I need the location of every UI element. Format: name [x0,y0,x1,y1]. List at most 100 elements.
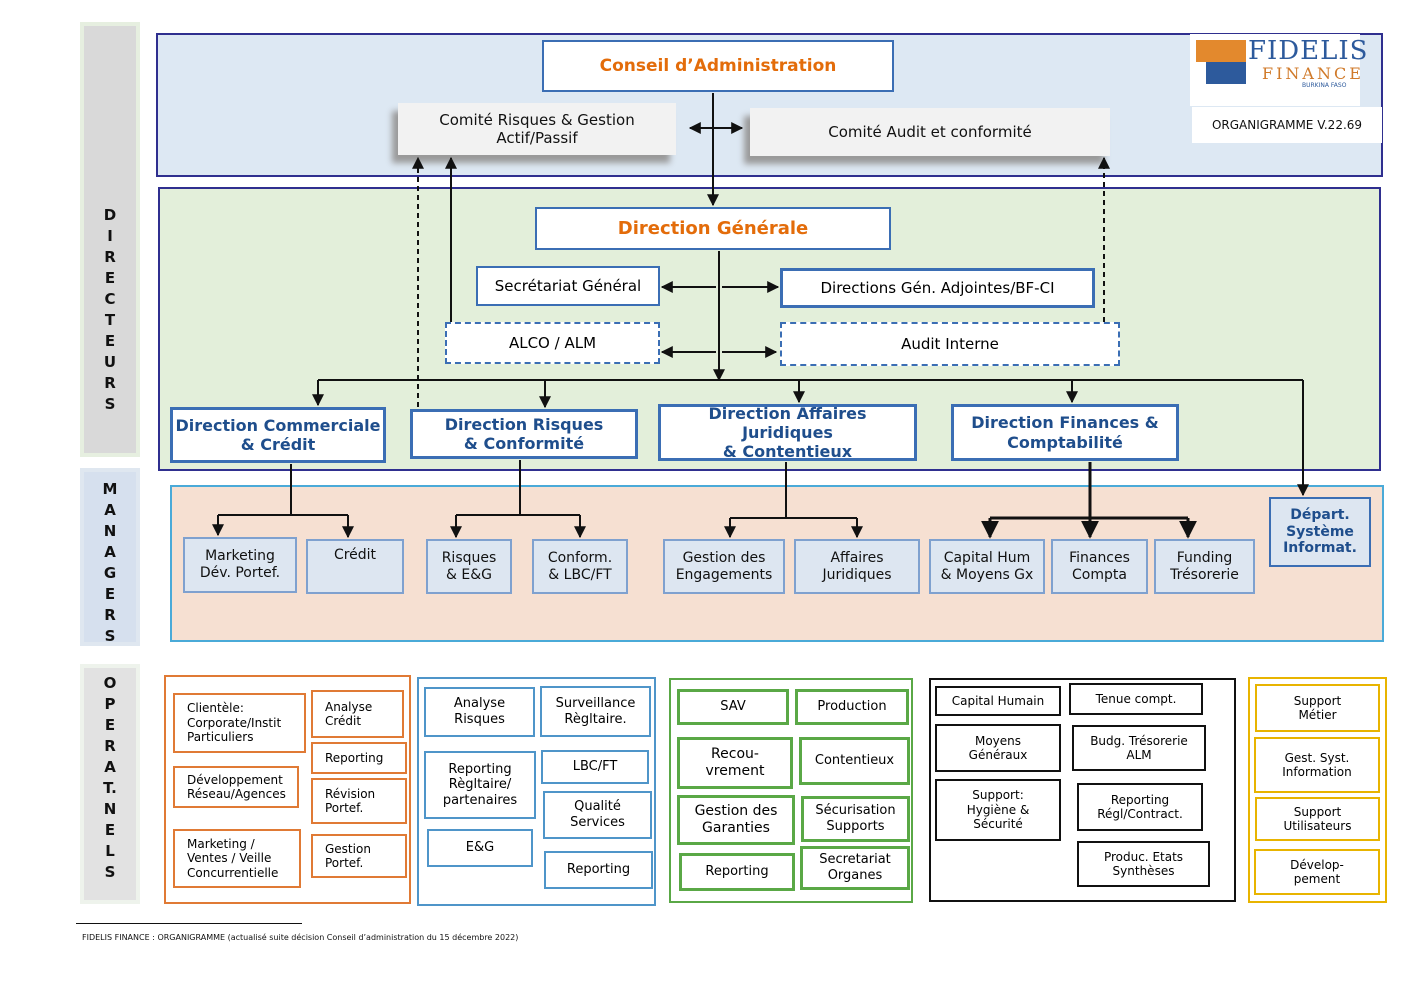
side-letter: P [104,695,116,713]
ops-budg-tresorerie: Budg. Trésorerie ALM [1072,725,1206,771]
side-letter: R [104,606,116,624]
ops-juridique-group [669,678,913,903]
ops-gest-syst-info: Gest. Syst. Information [1254,737,1380,793]
mgr-conform-box: Conform. & LBC/FT [532,539,628,594]
comite-risques-box: Comité Risques & Gestion Actif/Passif [398,103,676,155]
ops-clientele: Clientèle: Corporate/Instit Particuliers [173,693,306,753]
comite-audit-box: Comité Audit et conformité [750,108,1110,156]
footnote: FIDELIS FINANCE : ORGANIGRAMME (actualis… [82,933,519,942]
mgr-funding-box: Funding Trésorerie [1154,539,1255,594]
ops-revision-portef: Révision Portef. [311,778,407,824]
side-letter: C [104,290,116,308]
direction-risques-box: Direction Risques & Conformité [410,409,638,459]
ops-gestion-garanties: Gestion des Garanties [677,795,795,845]
ops-reporting-reglementaire: Reporting Règlt​aire/ partenaires [424,751,536,819]
direction-juridiques-box: Direction Affaires Juridiques & Contenti… [658,404,917,461]
ops-eg: E&G [427,829,533,867]
ops-gestion-portef: Gestion Portef. [311,834,407,878]
side-letter: G [103,564,117,582]
logo-line2: FINANCE [1262,64,1364,83]
ops-commercial-group [164,675,411,904]
side-letter: E [104,821,116,839]
side-letter: E [104,585,116,603]
direction-finances-box: Direction Finances & Comptabilité [951,404,1179,461]
logo-line1: FIDELIS [1248,36,1369,66]
ops-produc-etats: Produc. Etats Synthèses [1077,841,1210,887]
ops-reporting-regl: Reporting Régl/Contract. [1077,783,1203,831]
side-letter: O [103,674,117,692]
conseil-administration-box: Conseil d’Administration [542,40,894,92]
ops-secretariat-organes: Secretariat Organes [800,846,910,890]
direction-commerciale-box: Direction Commerciale & Crédit [170,407,386,463]
side-letter: L [105,842,115,860]
side-letter: R [104,374,116,392]
ops-marketing-ventes: Marketing / Ventes / Veille Concurrentie… [173,829,301,888]
side-letter: R [104,248,116,266]
ops-reporting-commercial: Reporting [311,742,407,774]
secretariat-box: Secrétariat Général [476,266,660,306]
audit-interne-box: Audit Interne [780,322,1120,366]
ops-securisation: Sécurisation Supports [801,796,910,842]
ops-sav: SAV [677,689,789,725]
logo-emblem-icon [1196,40,1246,84]
ops-developpement: Dévelop- pement [1254,849,1380,895]
side-letter: A [104,758,116,776]
side-letter: S [104,863,116,881]
side-letter: E [104,332,116,350]
fidelis-logo: FIDELIS FINANCE BURKINA FASO [1190,34,1367,106]
ops-surveillance: Surveillance Règlt​aire. [540,686,651,737]
footnote-rule [76,923,302,924]
ops-tenue-compt: Tenue compt. [1069,683,1203,715]
side-letter: A [104,501,116,519]
ops-qualite-services: Qualité Services [543,791,652,839]
adjointes-box: Directions Gén. Adjointes/BF-CI [780,268,1095,308]
mgr-capital-box: Capital Hum & Moyens Gx [929,539,1045,594]
ops-reporting-juridique: Reporting [679,853,795,891]
ops-moyens-generaux: Moyens Généraux [935,724,1061,772]
side-letter: N [103,800,117,818]
ops-reporting-risques: Reporting [544,851,653,889]
ops-capital-humain: Capital Humain [935,686,1061,716]
mgr-marketing-box: Marketing Dév. Portef. [183,537,297,593]
ops-contentieux: Contentieux [799,737,910,785]
side-letter: R [104,737,116,755]
ops-developpement-reseau: Développement Réseau/Agences [173,766,299,808]
alco-box: ALCO / ALM [445,322,660,364]
ops-risques-group [417,677,656,906]
ops-support-utilisateurs: Support Utilisateurs [1255,797,1380,841]
direction-generale-box: Direction Générale [535,207,891,250]
side-letter: D [103,206,117,224]
ops-lbc-ft: LBC/FT [541,750,649,784]
ops-analyse-risques: Analyse Risques [424,687,535,737]
ops-production: Production [795,689,909,725]
logo-line3: BURKINA FASO [1302,82,1347,89]
side-letter: U [103,353,117,371]
ops-support-metier: Support Métier [1255,684,1380,732]
side-letter: T [104,311,116,329]
side-letter: S [104,627,116,645]
side-letter: I [107,227,113,245]
ops-support-hygiene: Support: Hygiène & Sécurité [935,779,1061,841]
ops-finances-group [929,678,1236,902]
side-letter: T. [103,779,117,797]
side-letter: E [104,716,116,734]
mgr-credit-box: Crédit [306,539,404,594]
side-letter: A [104,543,116,561]
mgr-risques-box: Risques & E&G [426,539,512,594]
ops-analyse-credit: Analyse Crédit [311,690,404,738]
ops-recouvrement: Recou- vrement [677,737,793,789]
version-label: ORGANIGRAMME V.22.69 [1192,107,1382,143]
side-letter: N [103,522,117,540]
mgr-affaires-box: Affaires Juridiques [794,539,920,594]
side-letter: S [104,395,116,413]
ops-si-group [1248,677,1387,903]
mgr-depart-box: Départ. Système Informat. [1269,497,1371,567]
mgr-finances-box: Finances Compta [1051,539,1148,594]
mgr-engagements-box: Gestion des Engagements [663,539,785,594]
